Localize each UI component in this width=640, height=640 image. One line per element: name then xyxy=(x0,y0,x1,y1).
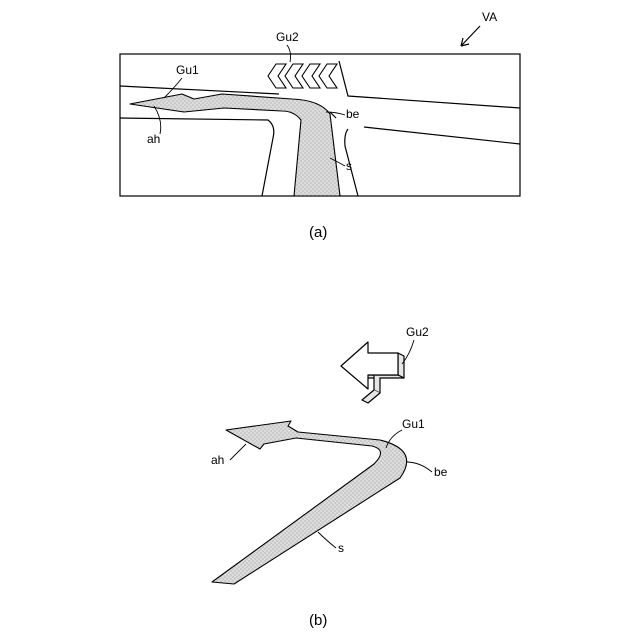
label-gu2-b: Gu2 xyxy=(406,325,429,339)
label-be-b: be xyxy=(434,465,448,479)
label-gu1-a: Gu1 xyxy=(176,63,199,77)
view-label-va: VA xyxy=(482,10,497,24)
label-ah-b: ah xyxy=(211,453,224,467)
caption-a: (a) xyxy=(309,224,327,241)
label-gu1-b: Gu1 xyxy=(402,417,425,431)
figure-b: Gu2 Gu1 be ah s (b) xyxy=(211,325,448,629)
guidance-route-gu1-b xyxy=(212,421,407,584)
arrow-3d-gu2 xyxy=(341,342,404,403)
label-ah-a: ah xyxy=(147,132,160,146)
caption-b: (b) xyxy=(309,612,327,629)
label-s-b: s xyxy=(338,541,344,555)
label-be-a: be xyxy=(346,107,360,121)
label-s-a: s xyxy=(346,159,352,173)
figure-a: VA Gu2 Gu1 ah be s (a) xyxy=(120,10,520,241)
label-gu2-a: Gu2 xyxy=(276,30,299,44)
view-arrow xyxy=(461,26,480,46)
